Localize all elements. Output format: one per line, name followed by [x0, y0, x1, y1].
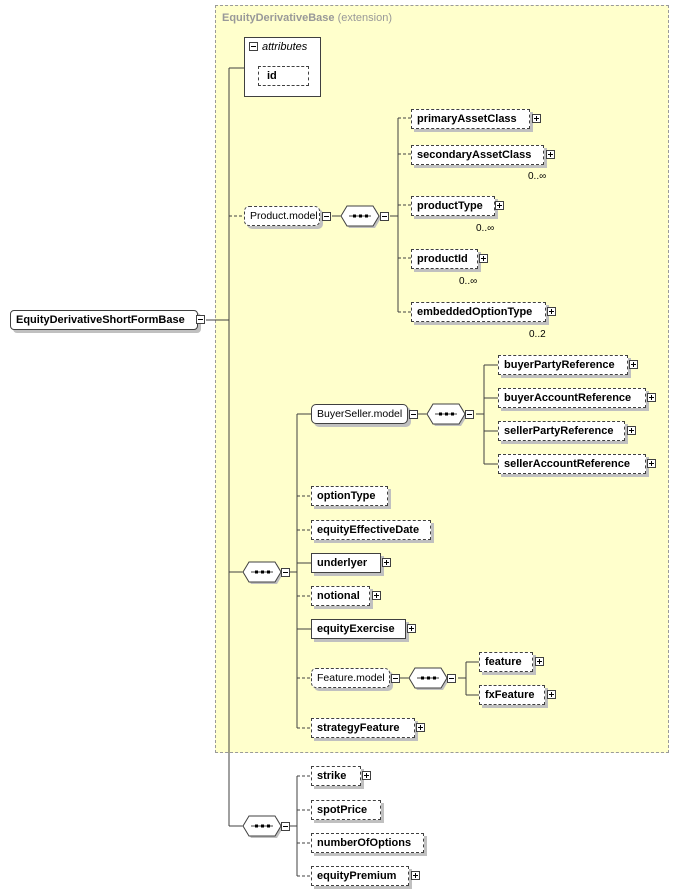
- buyer-account-reference[interactable]: buyerAccountReference: [498, 388, 646, 408]
- seller-party-reference[interactable]: sellerPartyReference: [498, 421, 625, 441]
- buyer-seller-model-group[interactable]: BuyerSeller.model: [311, 404, 408, 424]
- expand-icon[interactable]: [546, 150, 555, 159]
- element-label: productType: [417, 200, 483, 212]
- expand-icon[interactable]: [629, 360, 638, 369]
- collapse-icon[interactable]: [322, 212, 331, 221]
- collapse-icon[interactable]: [281, 822, 290, 831]
- collapse-icon[interactable]: [380, 212, 389, 221]
- expand-icon[interactable]: [532, 114, 541, 123]
- product-child-product-type[interactable]: productType: [411, 196, 495, 216]
- expand-icon[interactable]: [535, 657, 544, 666]
- expand-icon[interactable]: [495, 201, 504, 210]
- expand-icon[interactable]: [382, 558, 391, 567]
- option-type[interactable]: optionType: [311, 486, 388, 506]
- equity-exercise[interactable]: equityExercise: [311, 619, 406, 639]
- underlyer[interactable]: underlyer: [311, 553, 381, 573]
- product-child-primary-asset-class[interactable]: primaryAssetClass: [411, 109, 530, 129]
- sequence-compositor-icon: [409, 667, 449, 690]
- spot-price[interactable]: spotPrice: [311, 800, 381, 820]
- extension-region-title: EquityDerivativeBase (extension): [222, 12, 392, 24]
- element-label: feature: [485, 656, 522, 668]
- element-label: sellerAccountReference: [504, 458, 630, 470]
- sequence-compositor-icon: [243, 561, 283, 584]
- occurrence-label: 0..∞: [459, 276, 478, 287]
- element-label: equityExercise: [317, 623, 395, 635]
- buyer-party-reference[interactable]: buyerPartyReference: [498, 355, 628, 375]
- element-label: notional: [317, 590, 360, 602]
- strike[interactable]: strike: [311, 766, 361, 786]
- element-label: productId: [417, 253, 468, 265]
- notional[interactable]: notional: [311, 586, 370, 606]
- product-child-secondary-asset-class[interactable]: secondaryAssetClass: [411, 145, 544, 165]
- expand-icon[interactable]: [479, 254, 488, 263]
- element-label: numberOfOptions: [317, 837, 412, 849]
- expand-icon[interactable]: [411, 871, 420, 880]
- occurrence-label: 0..2: [529, 329, 546, 340]
- buyer-seller-model-label: BuyerSeller.model: [317, 408, 403, 420]
- collapse-icon[interactable]: [409, 410, 418, 419]
- feature-model-label: Feature.model: [317, 672, 385, 684]
- element-label: underlyer: [317, 557, 368, 569]
- feature-model-group[interactable]: Feature.model: [311, 668, 390, 688]
- root-element[interactable]: EquityDerivativeShortFormBase: [10, 310, 198, 330]
- occurrence-label: 0..∞: [476, 223, 495, 234]
- occurrence-label: 0..∞: [528, 171, 547, 182]
- element-label: buyerAccountReference: [504, 392, 632, 404]
- seller-account-reference[interactable]: sellerAccountReference: [498, 454, 646, 474]
- product-model-label: Product.model: [250, 210, 318, 222]
- attribute-id[interactable]: id: [258, 66, 309, 86]
- attributes-title: attributes: [262, 41, 308, 53]
- product-child-product-id[interactable]: productId: [411, 249, 478, 269]
- extension-suffix: (extension): [337, 12, 392, 24]
- element-label: strike: [317, 770, 347, 782]
- expand-icon[interactable]: [362, 771, 371, 780]
- number-of-options[interactable]: numberOfOptions: [311, 833, 424, 853]
- product-model-group[interactable]: Product.model: [244, 206, 320, 226]
- element-label: optionType: [317, 490, 376, 502]
- expand-icon[interactable]: [547, 307, 556, 316]
- product-child-embedded-option-type[interactable]: embeddedOptionType: [411, 302, 546, 322]
- element-label: embeddedOptionType: [417, 306, 533, 318]
- expand-icon[interactable]: [407, 624, 416, 633]
- strategy-feature[interactable]: strategyFeature: [311, 718, 415, 738]
- extension-region: [215, 5, 669, 753]
- element-label: equityPremium: [317, 870, 397, 882]
- feature[interactable]: feature: [479, 652, 533, 672]
- element-label: fxFeature: [485, 689, 535, 701]
- fx-feature[interactable]: fxFeature: [479, 685, 545, 705]
- collapse-icon[interactable]: [391, 674, 400, 683]
- expand-icon[interactable]: [547, 690, 556, 699]
- element-label: buyerPartyReference: [504, 359, 615, 371]
- collapse-icon[interactable]: [196, 315, 205, 324]
- sequence-compositor-icon: [427, 403, 467, 426]
- expand-icon[interactable]: [416, 723, 425, 732]
- equity-effective-date[interactable]: equityEffectiveDate: [311, 520, 431, 540]
- sequence-compositor-icon: [341, 205, 381, 228]
- base-type-name: EquityDerivativeBase: [222, 12, 335, 24]
- collapse-icon[interactable]: [281, 568, 290, 577]
- equity-premium[interactable]: equityPremium: [311, 866, 409, 886]
- expand-icon[interactable]: [372, 591, 381, 600]
- element-label: equityEffectiveDate: [317, 524, 420, 536]
- expand-icon[interactable]: [647, 459, 656, 468]
- element-label: sellerPartyReference: [504, 425, 614, 437]
- element-label: secondaryAssetClass: [417, 149, 532, 161]
- element-label: strategyFeature: [317, 722, 400, 734]
- expand-icon[interactable]: [647, 393, 656, 402]
- element-label: primaryAssetClass: [417, 113, 517, 125]
- sequence-compositor-icon: [243, 815, 283, 838]
- collapse-icon[interactable]: [465, 410, 474, 419]
- collapse-icon[interactable]: [447, 674, 456, 683]
- expand-icon[interactable]: [627, 426, 636, 435]
- root-element-label: EquityDerivativeShortFormBase: [16, 314, 185, 326]
- collapse-icon[interactable]: [249, 42, 258, 51]
- element-label: spotPrice: [317, 804, 368, 816]
